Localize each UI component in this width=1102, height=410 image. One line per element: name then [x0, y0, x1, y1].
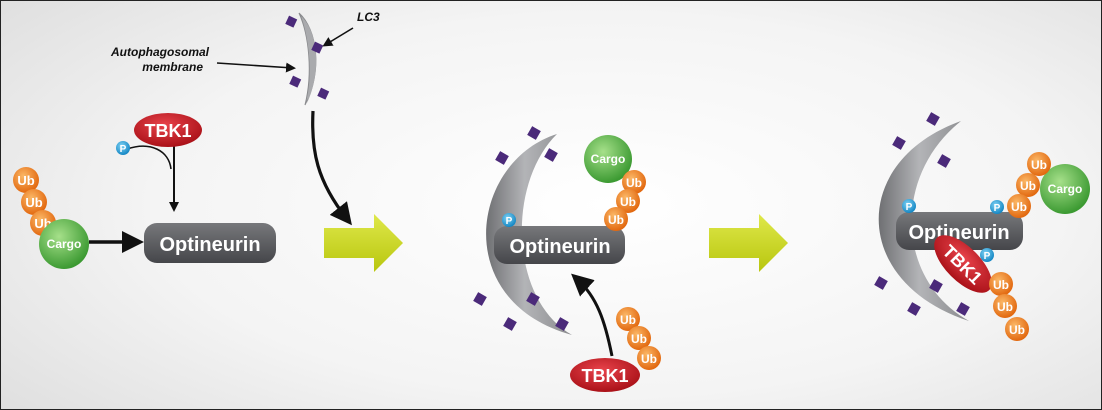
ub-circle — [622, 170, 646, 194]
membrane-recruit-arrow — [311, 110, 352, 226]
lc3-square — [874, 276, 888, 290]
phospho-circle — [902, 199, 916, 213]
ub-circle — [989, 272, 1013, 296]
optineurin-box — [494, 226, 625, 264]
lc3-square — [285, 15, 298, 28]
lc3-pointer-arrow — [322, 27, 354, 47]
ub-label: Ub — [626, 176, 642, 190]
ub-circle — [993, 294, 1017, 318]
membrane-fragment-shade — [301, 16, 317, 103]
cargo-circle — [1040, 164, 1090, 214]
optineurin-box — [144, 223, 276, 263]
tbk1-recruit-arrow — [571, 273, 614, 357]
ub-circle — [627, 326, 651, 350]
ub-circle — [1027, 152, 1051, 176]
ub-label: Ub — [620, 313, 636, 327]
ub-circle — [604, 207, 628, 231]
ub-label: Ub — [608, 213, 624, 227]
step-arrow-2 — [709, 214, 788, 272]
lc3-square — [317, 87, 330, 100]
ub-label: Ub — [1011, 200, 1027, 214]
ub-circle — [616, 307, 640, 331]
ub-circle — [1005, 317, 1029, 341]
lc3-square — [289, 75, 302, 88]
tbk1-oval — [934, 235, 992, 293]
ub-label: Ub — [997, 300, 1013, 314]
phospho-label: P — [506, 216, 513, 227]
ub-circle — [1016, 173, 1040, 197]
lc3-square — [892, 136, 906, 150]
optineurin-label: Optineurin — [159, 234, 260, 256]
lc3-square — [311, 41, 324, 54]
lc3-square — [526, 292, 540, 306]
phospho-label: P — [984, 251, 991, 262]
tbk1-oval — [570, 358, 640, 392]
ub-label: Ub — [620, 195, 636, 209]
ub-label: Ub — [1009, 323, 1025, 337]
cargo-circle — [584, 135, 632, 183]
ub-label: Ub — [17, 173, 34, 188]
panel-3: Optineurin P P P Cargo Ub Ub Ub TBK1 Ub … — [874, 112, 1090, 341]
cargo-circle — [39, 219, 89, 269]
membrane-crescent — [878, 121, 969, 321]
optineurin-label: Optineurin — [509, 236, 610, 258]
optineurin-label: Optineurin — [908, 222, 1009, 244]
lc3-square — [495, 151, 509, 165]
ub-circle — [637, 346, 661, 370]
ub-circle — [21, 189, 47, 215]
lc3-square — [929, 279, 943, 293]
tbk1-label: TBK1 — [581, 366, 628, 386]
membrane-legend: LC3 Autophagosomal membrane — [110, 10, 380, 226]
membrane-pointer-arrow — [216, 62, 296, 73]
lc3-square — [527, 126, 541, 140]
phospho-circle — [502, 213, 516, 227]
ub-label: Ub — [641, 352, 657, 366]
lc3-square — [555, 317, 569, 331]
optineurin-box — [896, 212, 1023, 250]
tbk1-label: TBK1 — [144, 121, 191, 141]
lc3-square — [473, 292, 487, 306]
phospho-transfer-arrow — [126, 145, 172, 170]
cargo-label: Cargo — [591, 152, 626, 166]
ub-label: Ub — [1020, 179, 1036, 193]
membrane-caption-line2: membrane — [142, 60, 203, 74]
panel-1: Optineurin TBK1 P Ub Ub Ub Cargo — [13, 113, 276, 269]
phospho-circle — [990, 200, 1004, 214]
phospho-circle — [116, 141, 130, 155]
phospho-label: P — [906, 202, 913, 213]
ub-circle — [616, 189, 640, 213]
tbk1-oval — [134, 113, 202, 147]
panel-2: Optineurin P Cargo Ub Ub Ub TBK1 Ub Ub U… — [473, 126, 661, 392]
lc3-square — [926, 112, 940, 126]
membrane-crescent — [486, 134, 572, 335]
phospho-label: P — [994, 203, 1001, 214]
ub-label: Ub — [25, 195, 42, 210]
lc3-square — [956, 302, 970, 316]
phospho-circle — [980, 248, 994, 262]
step-arrow-1 — [324, 214, 403, 272]
lc3-caption: LC3 — [357, 10, 380, 24]
ub-label: Ub — [1031, 158, 1047, 172]
lc3-square — [937, 154, 951, 168]
cargo-label: Cargo — [47, 237, 82, 251]
ub-label: Ub — [993, 278, 1009, 292]
phospho-label: P — [120, 144, 127, 155]
cargo-label: Cargo — [1048, 182, 1083, 196]
ub-circle — [1007, 194, 1031, 218]
membrane-caption-line1: Autophagosomal — [110, 45, 210, 59]
ub-circle — [13, 167, 39, 193]
lc3-square — [907, 302, 921, 316]
ub-label: Ub — [631, 332, 647, 346]
lc3-square — [544, 148, 558, 162]
lc3-square — [503, 317, 517, 331]
